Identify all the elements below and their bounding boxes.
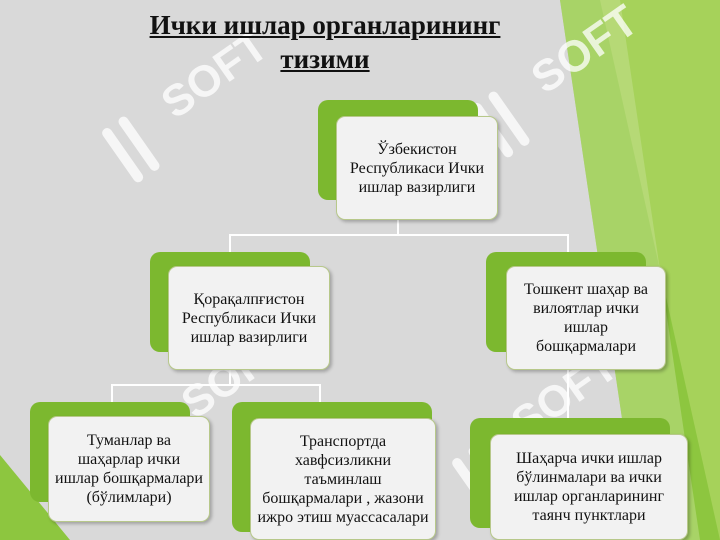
title-line-2: тизими [280, 44, 370, 74]
org-node-root: Ўзбекистон Республикаси Ички ишлар вазир… [336, 116, 498, 220]
org-node-level3-right: Шаҳарча ички ишлар бўлинмалари ва ички и… [490, 434, 688, 540]
org-node-level3-left: Туманлар ва шаҳарлар ички ишлар бошқарма… [48, 416, 210, 522]
connector-root-right [398, 234, 569, 252]
org-node-level3-middle: Транспортда хавфсизликни таъминлаш бошқа… [250, 418, 436, 540]
org-node-level2-right: Тошкент шаҳар ва вилоятлар ички ишлар бо… [506, 266, 666, 370]
title-line-1: Ички ишлар органларининг [149, 10, 501, 40]
org-node-level2-left: Қорақалпғистон Республикаси Ички ишлар в… [168, 266, 330, 370]
connector-root-left [229, 220, 399, 252]
connector-left-a [111, 370, 231, 402]
slide-title: Ички ишлар органларининг тизими [60, 8, 590, 76]
connector-left-b [230, 384, 321, 402]
